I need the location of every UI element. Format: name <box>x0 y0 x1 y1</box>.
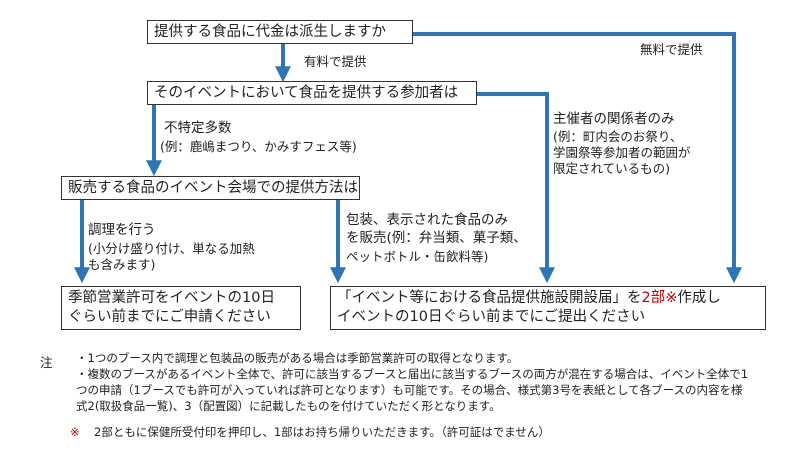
label-free: 無料で提供 <box>640 42 703 57</box>
label-paid: 有料で提供 <box>304 54 367 69</box>
label-cooking-note2: も含みます) <box>88 257 156 272</box>
question-food-payment: 提供する食品に代金は派生しますか <box>147 20 413 44</box>
note-line4: 式2(取扱食品一覧)、3（配置図）に記載したものを付けていただく形となります。 <box>76 399 501 413</box>
label-unspecified-example: (例：鹿嶋まつり、かみすフェス等) <box>160 139 357 154</box>
label-organizers-only: 主催者の関係者のみ <box>553 111 675 127</box>
label-organizers-example1: (例：町内会のお祭り、 <box>553 129 683 144</box>
label-unspecified: 不特定多数 <box>164 120 232 136</box>
result-facility-notification-line1: 「イベント等における食品提供施設開設届」を2部※作成し <box>337 289 759 308</box>
arrow-organizers <box>477 92 555 284</box>
notification-text-a: 「イベント等における食品提供施設開設届」を <box>337 290 642 306</box>
footnote-text: 2部ともに保健所受付印を押印し、1部はお持ち帰りいただきます。（許可証はでません… <box>94 425 550 439</box>
note-line3: つの申請（1ブースでも許可が入っていれば許可となります）も可能です。その場合、様… <box>76 383 743 397</box>
question-participants: そのイベントにおいて食品を提供する参加者は <box>147 81 477 105</box>
result-seasonal-permit: 季節営業許可をイベントの10日 ぐらい前までにご申請ください <box>61 286 301 330</box>
notes-heading: 注 <box>40 355 53 370</box>
footnote-mark: ※ <box>70 425 80 439</box>
label-cooking-note1: (小分け盛り付け、単なる加熱 <box>88 241 255 256</box>
label-packaged1: 包装、表示された食品のみ <box>346 212 508 228</box>
result-seasonal-permit-line2: ぐらい前までにご申請ください <box>68 309 271 325</box>
label-organizers-example2: 学園祭等参加者の範囲が <box>553 145 691 160</box>
note-line1: ・1つのブース内で調理と包装品の販売がある場合は季節営業許可の取得となります。 <box>76 351 519 365</box>
label-packaged3: ペットボトル・缶飲料等) <box>346 249 489 264</box>
question-serving-method: 販売する食品のイベント会場での提供方法は <box>61 176 360 200</box>
arrow-free <box>413 32 742 284</box>
copies-badge: 2部※ <box>641 290 678 306</box>
notification-text-b: 作成し <box>677 290 721 306</box>
result-facility-notification: 「イベント等における食品提供施設開設届」を2部※作成し イベントの10日ぐらい前… <box>330 286 766 330</box>
result-seasonal-permit-line1: 季節営業許可をイベントの10日 <box>68 290 275 306</box>
label-organizers-example3: 限定されているもの) <box>553 161 671 176</box>
label-cooking: 調理を行う <box>88 222 156 238</box>
note-line2: ・複数のブースがあるイベント全体で、許可に該当するブースと届出に該当するブースの… <box>76 367 749 381</box>
result-facility-notification-line2: イベントの10日ぐらい前までにご提出ください <box>337 309 646 325</box>
label-packaged2: を販売(例：弁当類、菓子類、 <box>346 230 527 246</box>
